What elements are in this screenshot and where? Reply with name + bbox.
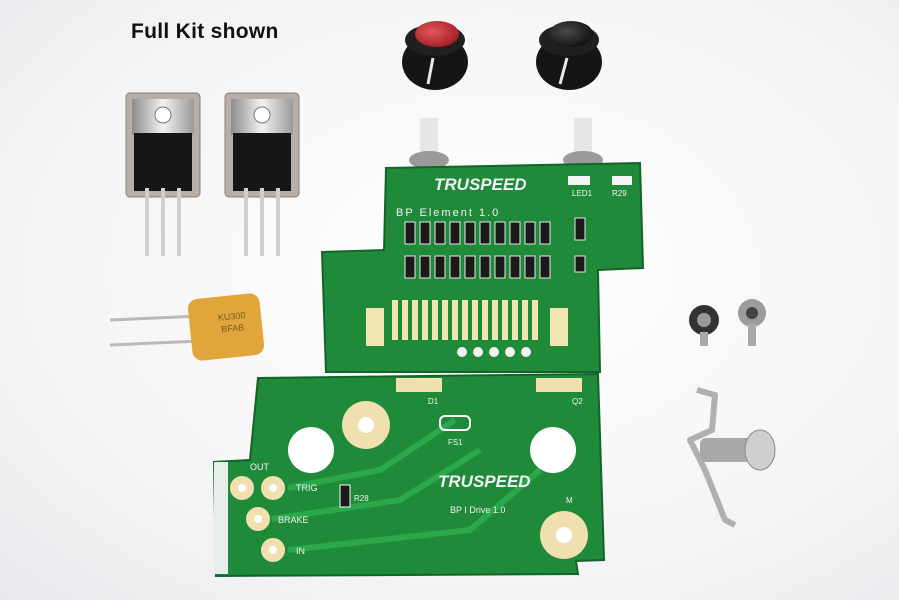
- caption: Full Kit shown: [131, 20, 279, 43]
- fuse-marking-2: BFAB: [221, 322, 245, 334]
- pcb-bottom-d1: D1: [428, 397, 439, 406]
- pcb-bottom-fs1: FS1: [448, 438, 463, 447]
- screw-nut-2: [738, 299, 766, 346]
- pcb-bottom-trig: TRIG: [296, 483, 318, 493]
- pcb-element-board: TRUSPEED BP Element 1.0 LED1 R29: [320, 118, 645, 373]
- pcb-bottom-q2: Q2: [572, 397, 583, 406]
- transistor-left: [125, 92, 201, 256]
- pcb-bottom-in: IN: [296, 546, 305, 556]
- pcb-bottom-m: M: [566, 496, 573, 505]
- pcb-top-led-label: LED1: [572, 189, 593, 198]
- mounting-clip-screw: [687, 387, 776, 528]
- transistor-right: [224, 92, 300, 256]
- screw-nut-1: [689, 305, 719, 346]
- red-knob: [402, 21, 468, 90]
- pcb-bottom-brake: BRAKE: [278, 515, 309, 525]
- pcb-bottom-name: BP I Drive 1.0: [450, 505, 505, 515]
- pcb-top-brand: TRUSPEED: [434, 175, 527, 194]
- polyfuse: KU300 BFAB: [109, 293, 265, 361]
- pcb-top-name: BP Element 1.0: [396, 207, 500, 219]
- pcb-bottom-out: OUT: [250, 462, 270, 472]
- fuse-marking-1: KU300: [217, 310, 245, 323]
- pcb-bottom-brand: TRUSPEED: [438, 472, 531, 491]
- black-knob: [536, 21, 602, 90]
- pcb-bottom-r28: R28: [354, 494, 369, 503]
- pcb-drive-board: OUT TRIG BRAKE IN R28 FS1 D1 Q2 M TRUSPE…: [212, 372, 606, 578]
- pcb-top-r29-label: R29: [612, 189, 627, 198]
